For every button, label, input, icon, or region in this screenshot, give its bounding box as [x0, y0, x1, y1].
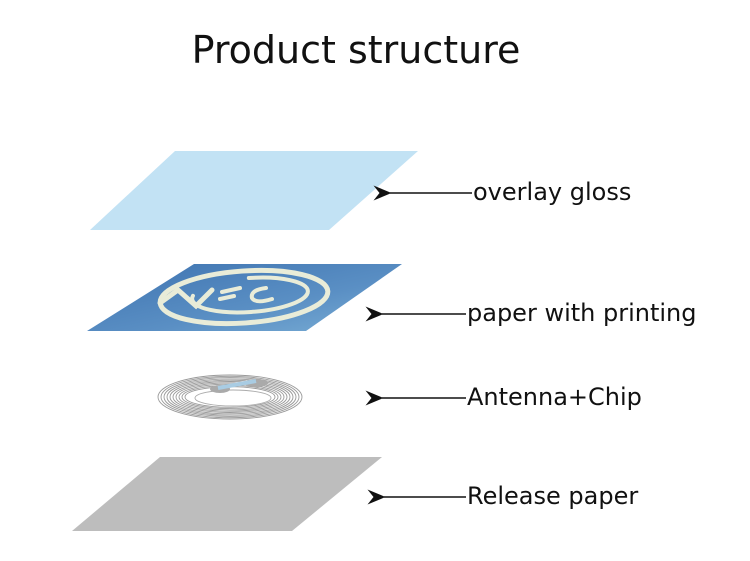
release-paper-layer	[72, 457, 382, 531]
printed-paper-layer	[87, 264, 402, 331]
label-antenna-chip: Antenna+Chip	[467, 383, 642, 411]
antenna-chip-layer	[157, 374, 303, 420]
label-paper-with-printing: paper with printing	[467, 299, 697, 327]
nfc-logo-print	[157, 267, 331, 327]
diagram-title: Product structure	[191, 28, 521, 72]
label-release-paper: Release paper	[467, 482, 639, 510]
label-overlay-gloss: overlay gloss	[473, 178, 632, 206]
overlay-gloss-layer	[90, 151, 418, 230]
